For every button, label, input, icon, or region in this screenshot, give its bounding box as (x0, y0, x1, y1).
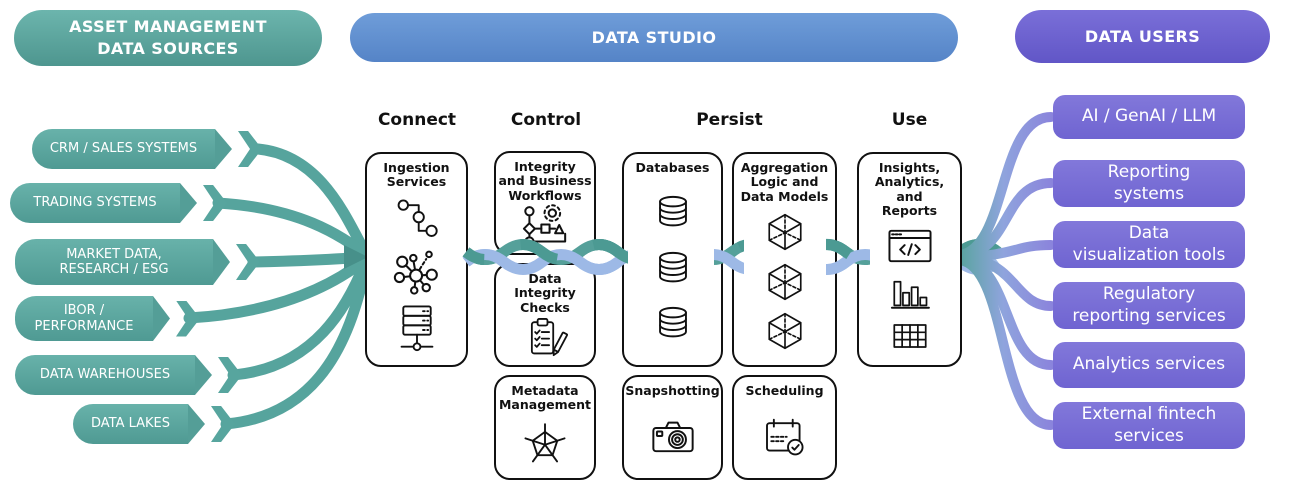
studio-header: DATA STUDIO (350, 13, 958, 62)
user-box-analytics-services: Analytics services (1053, 342, 1245, 388)
box-snapshotting: Snapshotting (622, 375, 723, 480)
box-title: Metadata Management (498, 383, 591, 413)
box-metadata-management: Metadata Management (494, 375, 596, 480)
arrow-tip-icon (215, 129, 232, 169)
user-branches (955, 112, 1056, 430)
arrow-tip-icon (180, 183, 197, 223)
chevron-right-icon (176, 300, 200, 337)
database-cylinder-icon (658, 251, 687, 282)
checklist-pencil-icon (530, 318, 568, 357)
icon-stack (498, 413, 592, 474)
users-header: DATA USERS (1015, 10, 1270, 63)
icon-stack (498, 315, 592, 360)
chevron-right-icon (211, 406, 235, 442)
column-label-connect: Connect (377, 110, 457, 130)
source-pill-warehouses: DATA WAREHOUSES (15, 355, 242, 395)
pill-shape: MARKET DATA, RESEARCH / ESG (15, 239, 213, 285)
cube-icon (767, 313, 802, 350)
box-title: Ingestion Services (383, 160, 450, 190)
icon-stack (736, 398, 833, 473)
nodes-path-icon (397, 199, 438, 238)
source-label: DATA LAKES (90, 416, 171, 432)
chevron-right-icon (236, 244, 260, 280)
icon-stack (626, 398, 719, 473)
source-label: CRM / SALES SYSTEMS (49, 141, 198, 157)
icon-stack (369, 190, 464, 361)
user-box-ai-genai-llm: AI / GenAI / LLM (1053, 95, 1245, 139)
icon-stack (498, 203, 592, 248)
source-label: IBOR / PERFORMANCE (34, 303, 134, 334)
pill-shape: DATA WAREHOUSES (15, 355, 195, 395)
box-title: Aggregation Logic and Data Models (740, 160, 829, 204)
source-pill-crm-sales: CRM / SALES SYSTEMS (32, 129, 262, 169)
box-aggregation-logic-data-models: Aggregation Logic and Data Models (732, 152, 837, 367)
icon-stack (861, 218, 958, 360)
user-box-reporting-systems: Reporting systems (1053, 160, 1245, 207)
box-title: Snapshotting (625, 383, 720, 398)
calendar-check-icon (765, 418, 804, 455)
arrow-tip-icon (213, 239, 230, 285)
source-pill-market-data: MARKET DATA, RESEARCH / ESG (15, 239, 260, 285)
box-ingestion-services: Ingestion Services (365, 152, 468, 367)
source-pill-trading: TRADING SYSTEMS (10, 183, 227, 223)
sources-header: ASSET MANAGEMENT DATA SOURCES (14, 10, 322, 66)
network-hub-icon (393, 250, 438, 295)
camera-icon (651, 421, 694, 452)
pill-shape: IBOR / PERFORMANCE (15, 296, 153, 341)
table-grid-icon (892, 323, 927, 348)
chevron-right-icon (238, 131, 262, 167)
cube-icon (767, 263, 802, 300)
box-databases: Databases (622, 152, 723, 367)
column-label-persist: Persist (696, 110, 763, 130)
arrow-tip-icon (153, 296, 170, 341)
chevron-right-icon (203, 185, 227, 221)
box-title: Databases (635, 160, 710, 175)
workflow-icon (522, 204, 567, 248)
user-box-regulatory-reporting-services: Regulatory reporting services (1053, 282, 1245, 329)
box-scheduling: Scheduling (732, 375, 837, 480)
bar-chart-icon (890, 280, 930, 309)
box-title: Scheduling (745, 383, 824, 398)
chevron-right-icon (218, 357, 242, 393)
source-pill-ibor: IBOR / PERFORMANCE (15, 296, 200, 341)
pill-shape: TRADING SYSTEMS (10, 183, 180, 223)
source-label: TRADING SYSTEMS (33, 195, 157, 211)
server-rack-icon (400, 305, 433, 352)
box-title: Integrity and Business Workflows (498, 159, 592, 203)
box-title: Data Integrity Checks (514, 271, 576, 315)
graph-pentagon-icon (524, 422, 566, 463)
box-integrity-business-workflows: Integrity and Business Workflows (494, 151, 596, 255)
box-data-integrity-checks: Data Integrity Checks (494, 263, 596, 367)
pill-shape: DATA LAKES (73, 404, 188, 444)
icon-stack (626, 175, 719, 360)
box-insights-analytics-reports: Insights, Analytics, and Reports (857, 152, 962, 367)
database-cylinder-icon (658, 196, 687, 227)
column-label-use: Use (891, 110, 928, 130)
source-pill-lakes: DATA LAKES (73, 404, 235, 444)
code-window-icon (887, 229, 932, 262)
cube-icon (767, 214, 802, 251)
box-title: Insights, Analytics, and Reports (874, 160, 945, 218)
database-cylinder-icon (658, 306, 687, 338)
user-box-external-fintech-services: External fintech services (1053, 402, 1245, 449)
user-box-data-visualization-tools: Data visualization tools (1053, 221, 1245, 268)
pill-shape: CRM / SALES SYSTEMS (32, 129, 215, 169)
source-label: MARKET DATA, RESEARCH / ESG (59, 246, 169, 277)
source-label: DATA WAREHOUSES (39, 367, 171, 383)
arrow-tip-icon (188, 404, 205, 444)
column-label-control: Control (510, 110, 582, 130)
arrow-tip-icon (195, 355, 212, 395)
icon-stack (736, 204, 833, 360)
